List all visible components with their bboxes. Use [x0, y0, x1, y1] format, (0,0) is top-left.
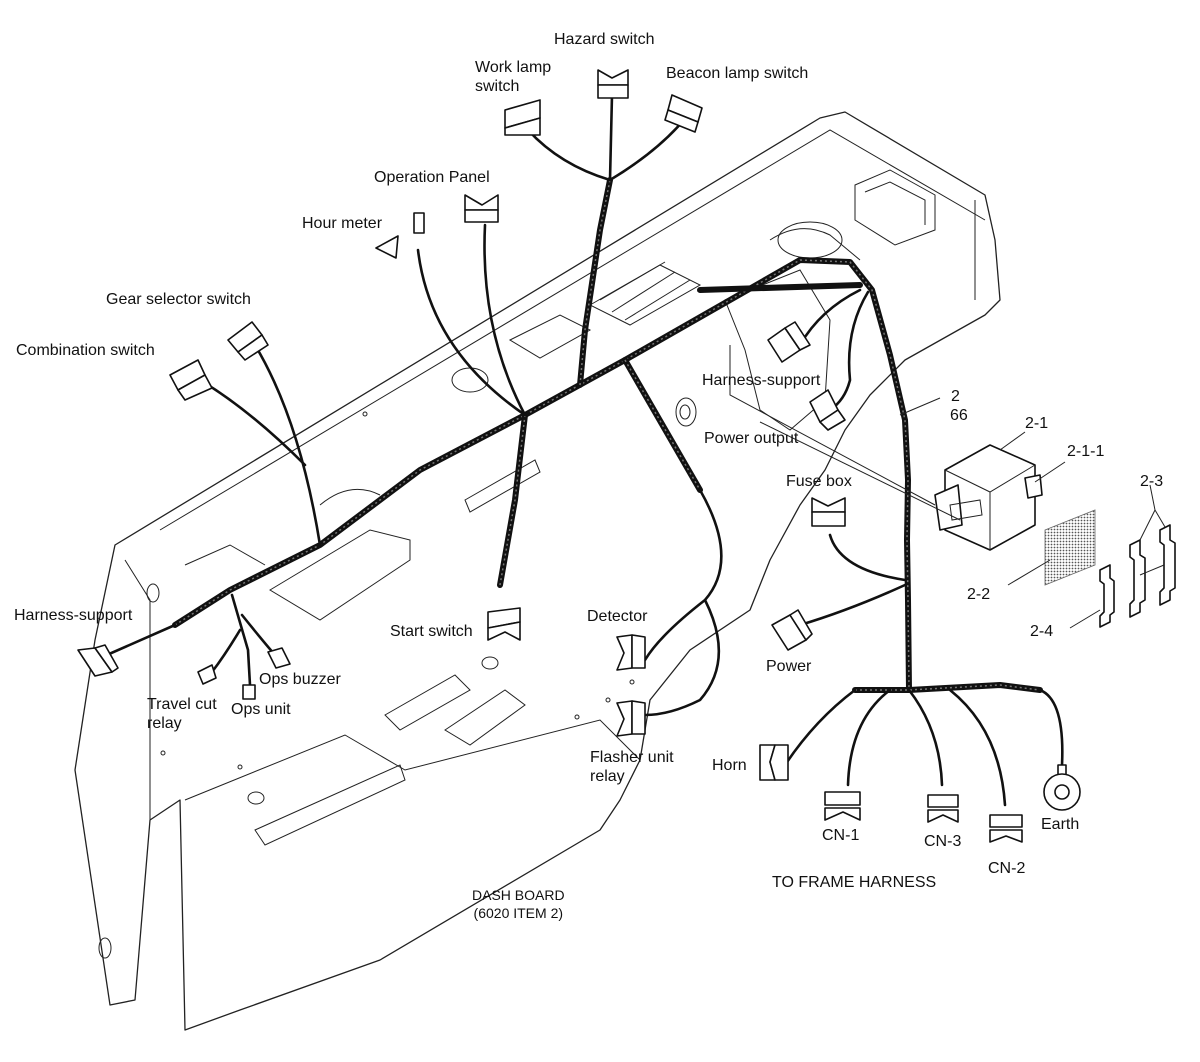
fuse-box-connector [811, 497, 846, 527]
cn3-connector [927, 794, 959, 823]
work-lamp-connector [504, 99, 541, 136]
label-ref-2-1: 2-1 [1025, 415, 1049, 432]
ops-buzzer-connector [267, 647, 291, 669]
label-fuse-box: Fuse box [786, 473, 852, 490]
detector-connector [616, 634, 646, 671]
gear-selector-connector [227, 321, 269, 361]
label-flasher-unit-relay: Flasher unit relay [590, 749, 674, 785]
label-power: Power [766, 658, 812, 675]
label-ref-2-3: 2-3 [1140, 473, 1164, 490]
label-harness-support-right: Harness-support [702, 372, 821, 389]
flasher-connector [616, 700, 646, 737]
label-gear-selector-switch: Gear selector switch [106, 291, 251, 308]
horn-connector [759, 744, 789, 781]
label-power-output: Power output [704, 430, 799, 447]
main-harness [172, 177, 1043, 693]
leader-lines [729, 345, 1166, 629]
power-connector [771, 609, 813, 651]
label-operation-panel: Operation Panel [374, 169, 490, 186]
label-ref-2: 2 [951, 388, 960, 405]
label-ref-2-4: 2-4 [1030, 623, 1054, 640]
branch-wires [98, 93, 1064, 807]
label-ref-2-1-1: 2-1-1 [1067, 443, 1105, 460]
operation-panel-connector [464, 194, 499, 223]
label-horn: Horn [712, 757, 747, 774]
label-work-lamp-switch: Work lamp switch [475, 59, 552, 95]
start-switch-connector [487, 607, 521, 641]
label-travel-cut-relay: Travel cut relay [147, 696, 217, 732]
mesh-pad [1044, 509, 1096, 586]
dash-board-panel [74, 111, 1001, 1031]
label-earth: Earth [1041, 816, 1080, 833]
label-detector: Detector [587, 608, 648, 625]
label-combination-switch: Combination switch [16, 342, 155, 359]
label-ops-unit: Ops unit [231, 701, 291, 718]
connectors [77, 69, 1081, 843]
earth-terminal [1043, 764, 1081, 811]
relay-fuse-box [934, 444, 1043, 551]
label-to-frame-harness: TO FRAME HARNESS [772, 874, 937, 891]
harness-support-left-connector [77, 644, 119, 677]
clips [1099, 524, 1176, 628]
label-start-switch: Start switch [390, 623, 473, 640]
power-output-connector [809, 389, 846, 431]
beacon-connector [664, 94, 703, 133]
travel-cut-connector [197, 664, 217, 685]
label-cn2: CN-2 [988, 860, 1026, 877]
harness-support-right-connector [767, 321, 811, 363]
hazard-connector [597, 69, 629, 99]
cn2-connector [989, 814, 1023, 843]
label-dash-board: DASH BOARD (6020 ITEM 2) [472, 887, 565, 921]
label-ref-2-2: 2-2 [967, 586, 991, 603]
label-harness-support-left: Harness-support [14, 607, 133, 624]
label-cn1: CN-1 [822, 827, 860, 844]
ops-unit-connector [242, 684, 256, 700]
label-ref-66: 66 [950, 407, 968, 424]
label-beacon-lamp-switch: Beacon lamp switch [666, 65, 809, 82]
combination-connector [169, 359, 213, 401]
hour-meter-connector [375, 212, 425, 259]
label-hour-meter: Hour meter [302, 215, 383, 232]
cn1-connector [824, 791, 861, 821]
label-ops-buzzer: Ops buzzer [259, 671, 341, 688]
label-cn3: CN-3 [924, 833, 962, 850]
label-hazard-switch: Hazard switch [554, 31, 655, 48]
